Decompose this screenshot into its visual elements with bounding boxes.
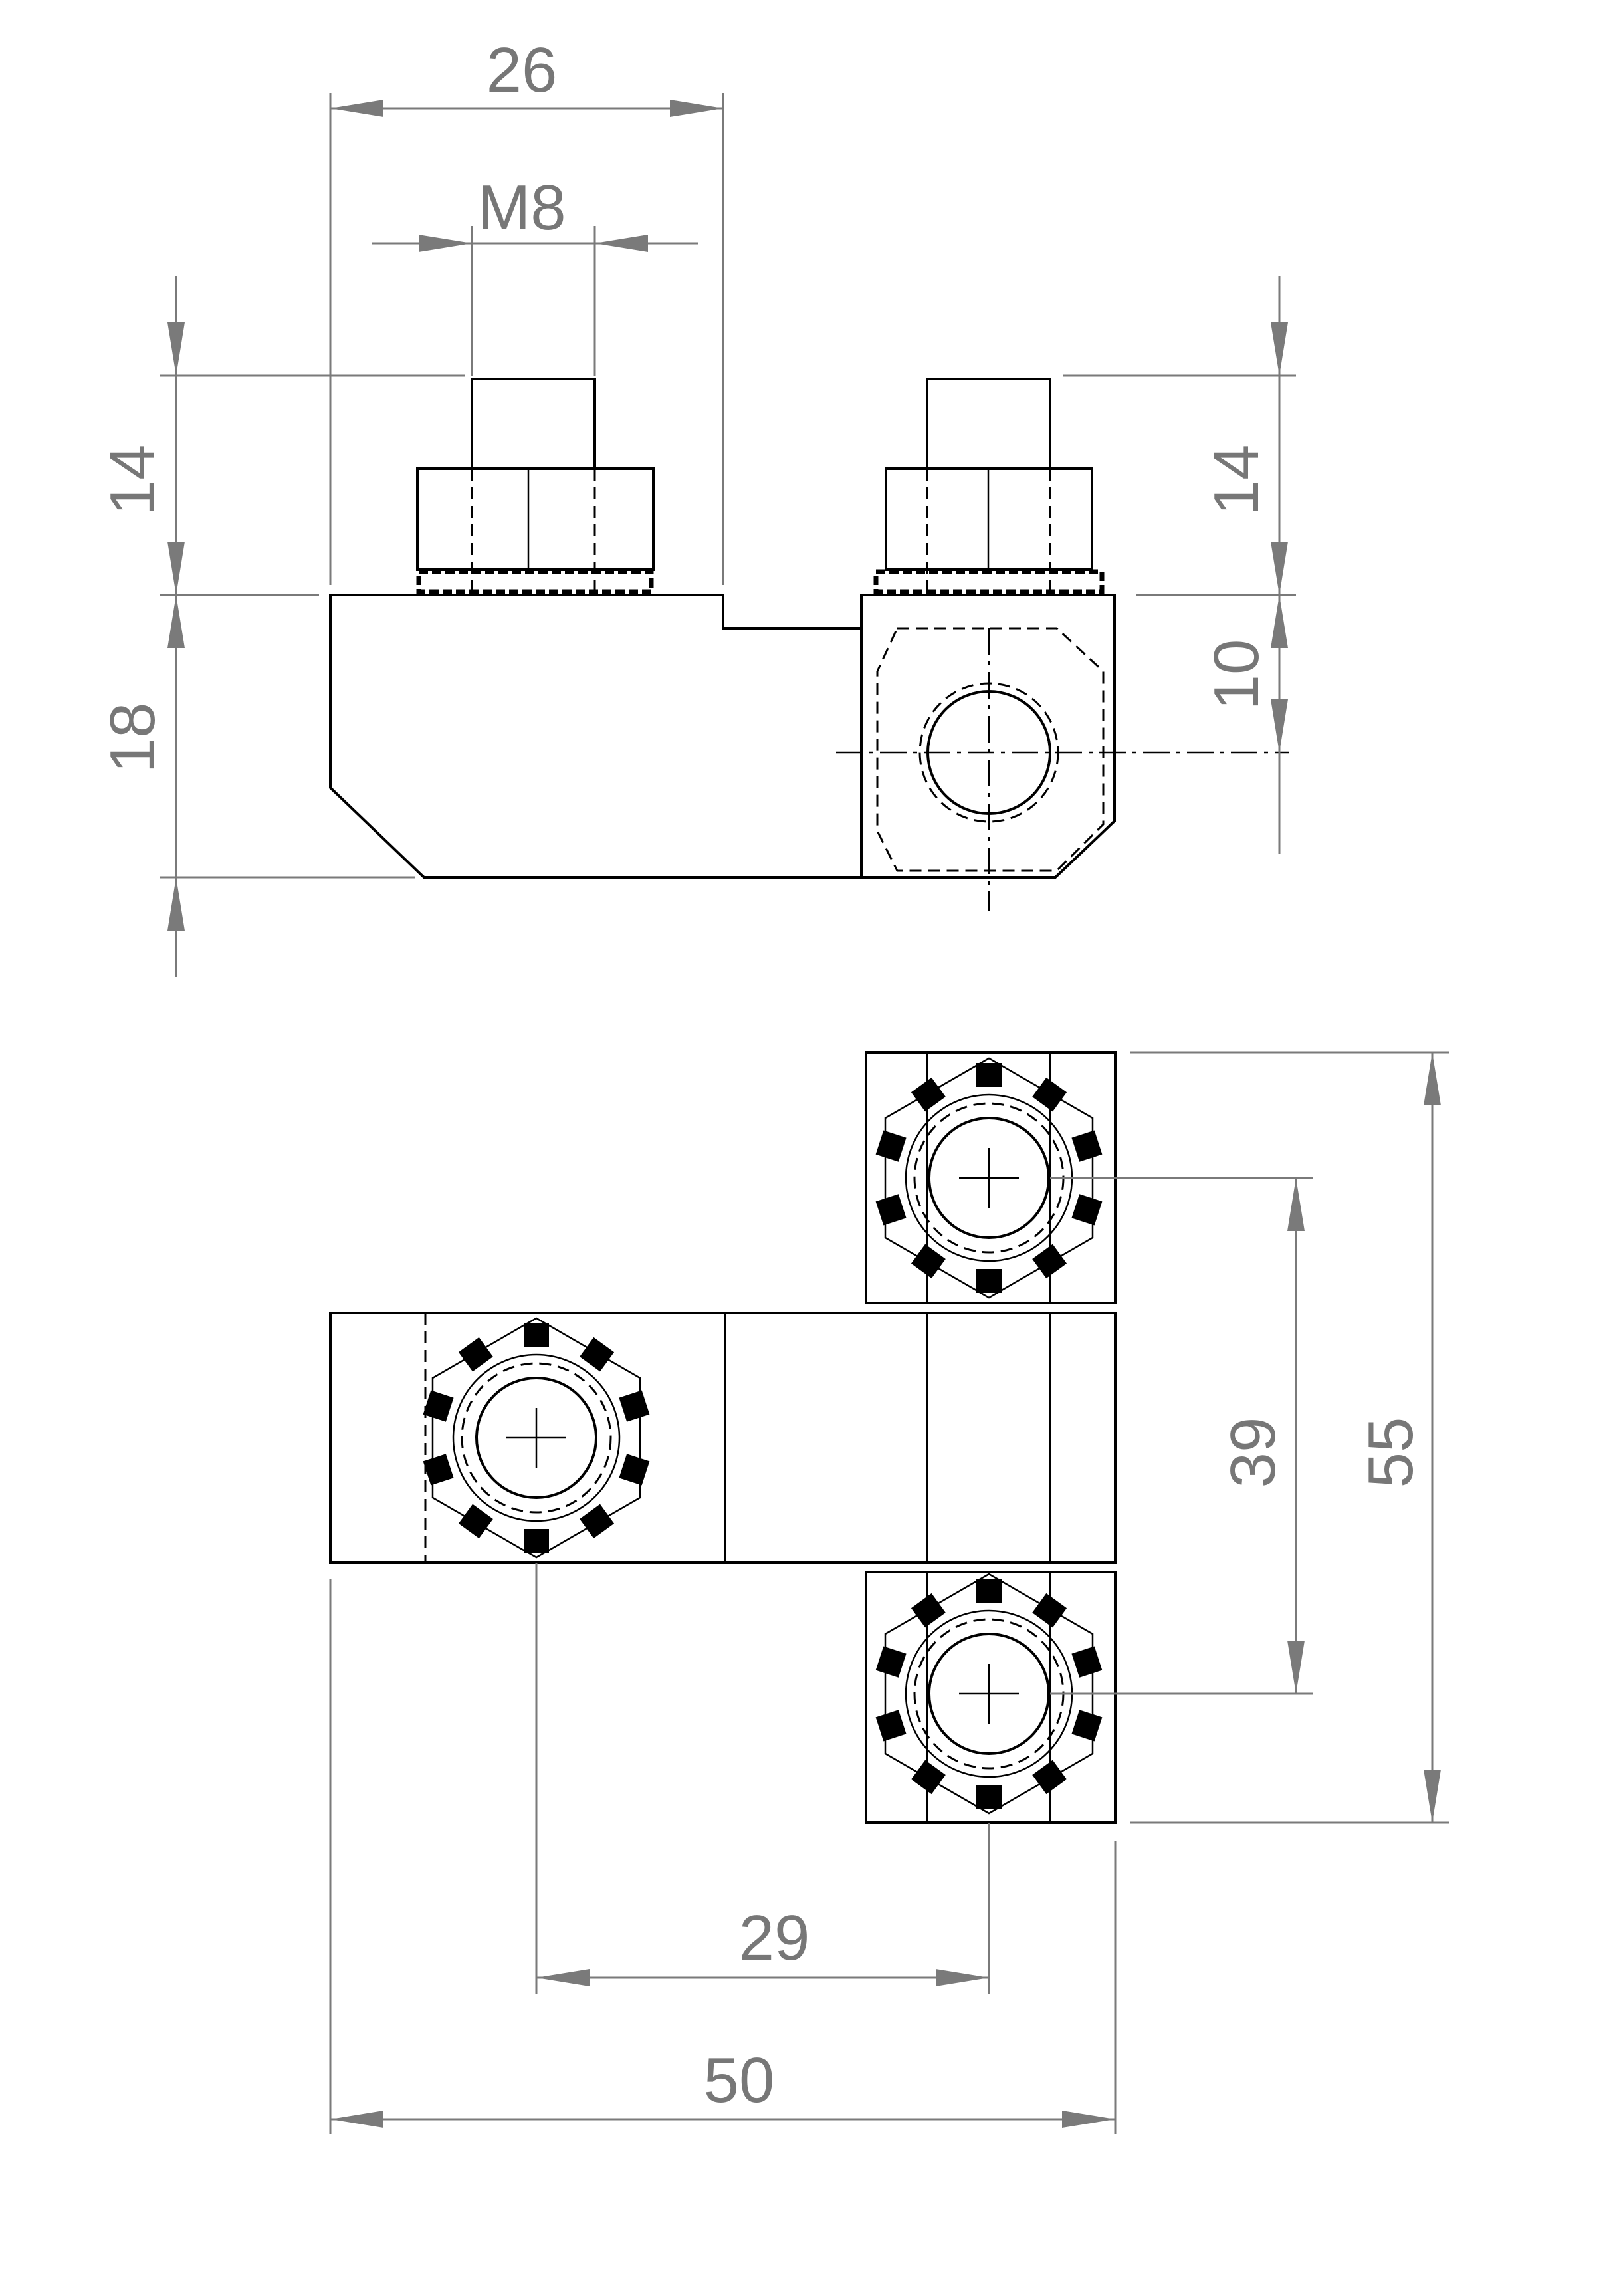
dim-39-label: 39 [1218, 1417, 1289, 1488]
left-washer [416, 569, 654, 594]
dimension-29: 29 [535, 1563, 990, 1994]
dimension-18: 18 [97, 595, 415, 977]
body-outline [329, 594, 1116, 879]
right-stud [873, 378, 1105, 595]
top-view [329, 1051, 1117, 1824]
right-washer [873, 569, 1105, 594]
dim-50-label: 50 [704, 2045, 775, 2116]
lower-block [865, 1571, 1117, 1824]
dimension-m8: M8 [372, 172, 698, 376]
dimension-50: 50 [329, 1579, 1117, 2134]
dim-29-label: 29 [739, 1902, 810, 1974]
nut-left-icon [422, 1317, 651, 1559]
dim-m8-label: M8 [477, 172, 566, 243]
main-bar [329, 1312, 1117, 1564]
dim-18-label: 18 [97, 703, 168, 774]
dim-14-left-label: 14 [97, 445, 168, 516]
right-nut-hidden-outline [876, 627, 1105, 872]
left-stud [416, 378, 655, 595]
dim-10-label: 10 [1201, 639, 1272, 711]
dimension-55: 55 [1130, 1051, 1449, 1824]
dim-55-label: 55 [1355, 1417, 1426, 1488]
dim-14-right-label: 14 [1201, 445, 1272, 516]
dimension-14-right: 14 [1063, 276, 1296, 596]
front-view [329, 378, 1289, 911]
dimension-14-left: 14 [97, 276, 465, 596]
dimension-39: 39 [1050, 1177, 1313, 1695]
dimension-26: 26 [329, 35, 724, 585]
dimension-10: 10 [1201, 595, 1288, 854]
dim-26-label: 26 [486, 35, 558, 106]
